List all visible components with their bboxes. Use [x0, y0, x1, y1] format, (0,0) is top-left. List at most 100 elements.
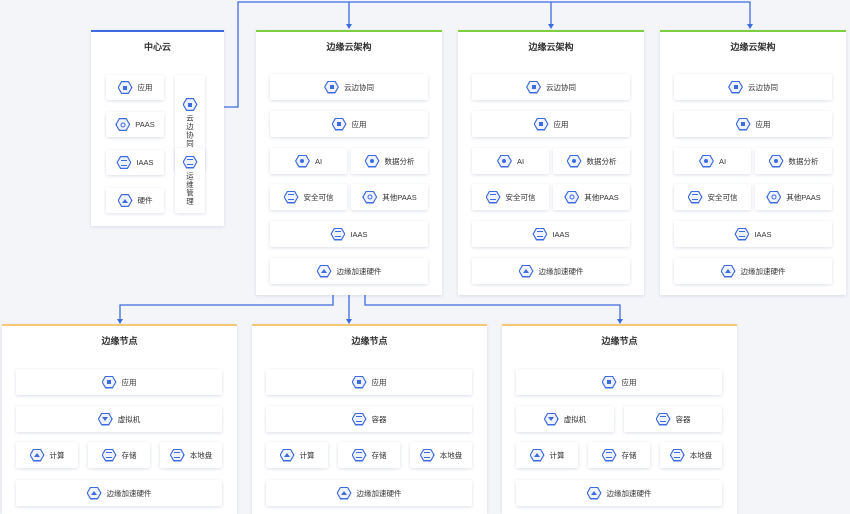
item-label: 计算: [49, 450, 65, 460]
item-label: 应用: [371, 377, 387, 387]
compute-icon: [280, 449, 295, 462]
item-virtual-machine[interactable]: 虚拟机: [16, 406, 222, 432]
item-label: 计算: [299, 450, 315, 460]
storage-icon: [102, 449, 117, 462]
item-app[interactable]: 应用: [472, 111, 630, 137]
virtual-machine-icon: [98, 413, 113, 426]
item-label: 安全可信: [505, 192, 536, 202]
item-other-paas[interactable]: 其他PAAS: [351, 184, 428, 210]
item-app[interactable]: 应用: [106, 75, 164, 100]
edge-cloud-panel: 边缘云架构云边协同应用 AI 数据分析安全可信 其他PAAS IAAS 边缘加速硬件: [256, 30, 442, 295]
item-cloud-edge-sync[interactable]: 云边协同: [674, 74, 832, 100]
item-label: 数据分析: [586, 156, 617, 166]
edge-node-panel: 边缘节点应用虚拟机计算存储本地盘边缘加速硬件: [2, 324, 237, 514]
item-label: 其他PAAS: [382, 192, 417, 202]
item-app[interactable]: 应用: [674, 111, 832, 137]
item-iaas[interactable]: IAAS: [106, 150, 164, 175]
item-label: 存储: [121, 450, 137, 460]
item-label: 云边协同: [546, 82, 576, 92]
connector-edge-cloud-to-node-3: [364, 295, 621, 319]
item-compute[interactable]: 计算: [16, 442, 78, 468]
item-iaas[interactable]: IAAS: [472, 221, 630, 247]
item-app[interactable]: 应用: [516, 369, 722, 395]
container-icon: [656, 413, 671, 426]
item-ops-management[interactable]: 运维管理: [175, 148, 205, 213]
item-label: 应用: [755, 119, 771, 129]
item-label: 边缘加速硬件: [538, 266, 584, 276]
item-ai[interactable]: AI: [674, 148, 751, 174]
cloud-edge-sync-icon: [183, 98, 198, 111]
item-label: 存储: [621, 450, 637, 460]
panel-title: 边缘节点: [351, 336, 388, 346]
item-label: 虚拟机: [563, 414, 587, 424]
edge-acceleration-hardware-icon: [317, 265, 332, 278]
item-data-analysis[interactable]: 数据分析: [553, 148, 630, 174]
item-label: 边缘加速硬件: [740, 266, 786, 276]
item-label: 应用: [137, 83, 153, 92]
panel-title: 边缘云架构: [326, 42, 372, 52]
ai-icon: [699, 155, 714, 168]
item-label: 安全可信: [303, 192, 334, 202]
item-container[interactable]: 容器: [624, 406, 722, 432]
item-storage[interactable]: 存储: [88, 442, 150, 468]
item-iaas[interactable]: IAAS: [674, 221, 832, 247]
item-app[interactable]: 应用: [16, 369, 222, 395]
compute-icon: [530, 449, 545, 462]
item-hardware[interactable]: 硬件: [106, 188, 164, 213]
item-ai[interactable]: AI: [472, 148, 549, 174]
item-label: 其他PAAS: [786, 192, 821, 202]
item-label: 硬件: [137, 196, 153, 205]
ops-management-icon: [183, 156, 198, 169]
app-icon: [736, 118, 751, 131]
item-label: 边缘加速硬件: [606, 488, 652, 498]
item-data-analysis[interactable]: 数据分析: [351, 148, 428, 174]
item-label: 数据分析: [788, 156, 819, 166]
item-data-analysis[interactable]: 数据分析: [755, 148, 832, 174]
data-analysis-icon: [365, 155, 380, 168]
item-label: 其他PAAS: [584, 192, 619, 202]
cloud-edge-sync-icon: [324, 81, 339, 94]
app-icon: [602, 376, 617, 389]
item-label: 运维管理: [185, 171, 195, 206]
item-label: 云边协同: [748, 82, 778, 92]
item-compute[interactable]: 计算: [266, 442, 328, 468]
item-paas[interactable]: PAAS: [106, 112, 164, 137]
item-virtual-machine[interactable]: 虚拟机: [516, 406, 614, 432]
item-label: 安全可信: [707, 192, 738, 202]
item-container[interactable]: 容器: [266, 406, 472, 432]
iaas-icon: [330, 228, 345, 241]
edge-node-panel: 边缘节点应用容器计算 存储 本地盘边缘加速硬件: [252, 324, 487, 514]
security-icon: [688, 191, 703, 204]
item-local-disk[interactable]: 本地盘: [160, 442, 222, 468]
item-edge-acceleration-hardware[interactable]: 边缘加速硬件: [16, 480, 222, 506]
central-cloud-panel: 中心云 应用 PAAS IAAS 硬件 云边协同 运维管理: [91, 30, 224, 226]
item-other-paas[interactable]: 其他PAAS: [553, 184, 630, 210]
item-security[interactable]: 安全可信: [270, 184, 347, 210]
item-cloud-edge-sync[interactable]: 云边协同: [270, 74, 428, 100]
item-app[interactable]: 应用: [266, 369, 472, 395]
item-compute[interactable]: 计算: [516, 442, 578, 468]
item-edge-acceleration-hardware[interactable]: 边缘加速硬件: [516, 480, 722, 506]
iaas-icon: [116, 156, 131, 169]
item-local-disk[interactable]: 本地盘: [660, 442, 722, 468]
item-edge-acceleration-hardware[interactable]: 边缘加速硬件: [472, 258, 630, 284]
item-local-disk[interactable]: 本地盘: [410, 442, 472, 468]
item-other-paas[interactable]: 其他PAAS: [755, 184, 832, 210]
panel-title: 边缘云架构: [730, 42, 776, 52]
arrowhead: [346, 24, 352, 29]
item-cloud-edge-sync[interactable]: 云边协同: [472, 74, 630, 100]
item-storage[interactable]: 存储: [338, 442, 400, 468]
item-security[interactable]: 安全可信: [472, 184, 549, 210]
item-ai[interactable]: AI: [270, 148, 347, 174]
item-security[interactable]: 安全可信: [674, 184, 751, 210]
local-disk-icon: [420, 449, 435, 462]
edge-acceleration-hardware-icon: [337, 487, 352, 500]
item-iaas[interactable]: IAAS: [270, 221, 428, 247]
item-edge-acceleration-hardware[interactable]: 边缘加速硬件: [270, 258, 428, 284]
item-edge-acceleration-hardware[interactable]: 边缘加速硬件: [674, 258, 832, 284]
item-app[interactable]: 应用: [270, 111, 428, 137]
item-edge-acceleration-hardware[interactable]: 边缘加速硬件: [266, 480, 472, 506]
item-storage[interactable]: 存储: [588, 442, 650, 468]
item-label: 数据分析: [384, 156, 415, 166]
item-label: 本地盘: [439, 450, 463, 460]
